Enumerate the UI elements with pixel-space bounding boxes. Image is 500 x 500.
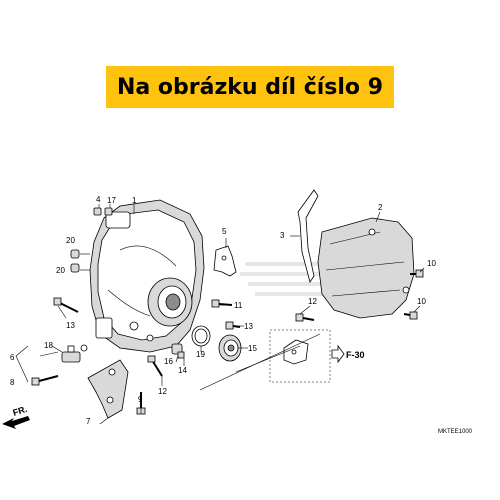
bracket-5 [213, 245, 237, 277]
callout-2: 2 [378, 203, 383, 212]
bolt-4 [93, 207, 102, 216]
bolt-12-middle [295, 313, 315, 322]
callout-15: 15 [248, 344, 257, 353]
plug-16 [171, 343, 183, 355]
fr-arrow-icon [2, 416, 30, 429]
bolt-13-left [53, 297, 79, 313]
callout-6: 6 [10, 353, 15, 362]
leader-lines [15, 204, 425, 425]
bolt-14 [177, 351, 185, 359]
bolt-13-right [225, 321, 241, 330]
callout-18: 18 [44, 341, 53, 350]
sensor-18 [39, 344, 88, 363]
bolt-17 [104, 207, 113, 216]
callout-11: 11 [234, 301, 243, 310]
bracket-7 [87, 359, 129, 419]
callout-7: 7 [86, 417, 91, 426]
callout-13a: 13 [66, 321, 75, 330]
title-text: Na obrázku díl číslo 9 [116, 74, 384, 100]
bolt-11 [211, 299, 233, 308]
gasket-3 [297, 189, 319, 283]
ref-box [269, 329, 331, 383]
diagram-code: MKTEE1000 [438, 429, 473, 435]
callout-8: 8 [10, 378, 15, 387]
callout-3: 3 [280, 231, 285, 240]
dowel-20b [70, 263, 80, 273]
bolt-8 [31, 375, 59, 386]
ref-f30: F-30 [346, 350, 365, 360]
cover-2 [317, 217, 415, 319]
callout-20a: 20 [66, 236, 75, 245]
callout-10b: 10 [417, 297, 426, 306]
bolt-12-bottom [147, 355, 163, 377]
callout-9: 9 [138, 395, 143, 404]
f30-arrow [331, 344, 345, 364]
dowel-20a [70, 249, 80, 259]
plug-15 [218, 334, 242, 362]
ref-fr: FR. [12, 404, 29, 418]
callout-14: 14 [178, 366, 187, 375]
callout-4: 4 [96, 195, 101, 204]
bolt-10a [410, 269, 424, 278]
watermark-dots [240, 262, 350, 296]
callout-13b: 13 [244, 322, 253, 331]
callout-5: 5 [222, 227, 227, 236]
callout-19: 19 [196, 350, 205, 359]
callout-10a: 10 [427, 259, 436, 268]
callout-1: 1 [132, 196, 137, 205]
oring-19 [191, 325, 211, 347]
callout-17: 17 [107, 196, 116, 205]
bracket-f30 [283, 339, 309, 365]
callout-16: 16 [164, 357, 173, 366]
callout-12a: 12 [308, 297, 317, 306]
bolt-10b [403, 311, 418, 320]
callout-20b: 20 [56, 266, 65, 275]
crankcase-cover [89, 199, 205, 353]
title-banner: Na obrázku díl číslo 9 [106, 66, 394, 108]
callout-12b: 12 [158, 387, 167, 396]
